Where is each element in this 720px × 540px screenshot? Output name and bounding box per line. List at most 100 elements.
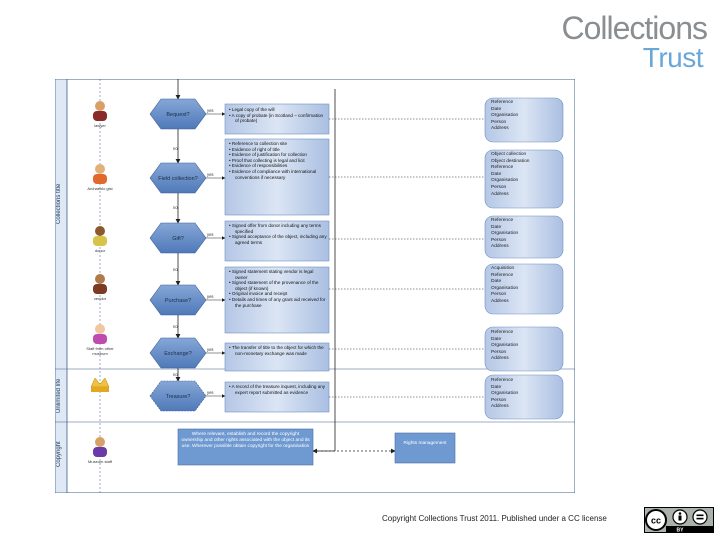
no-label: no [173,324,178,329]
cc-license-badge[interactable]: cc BY [644,507,714,534]
doc-item: • Details and times of any grant aid rec… [229,296,326,308]
record-field: Address [491,404,509,410]
yes-label: yes [207,108,214,113]
actor-staff-other-museum-icon [93,324,107,344]
diagram-canvas: Bequest? Field collection? Gift? Purchas… [54,78,576,494]
record-4 [484,263,564,315]
doc-box-purchase [224,266,330,334]
record-1 [484,97,564,143]
record-fields-2: Object collection Object destination Ref… [491,152,529,198]
yes-label: yes [207,390,214,395]
lane-label-unlimited-life: Unlimited life [56,378,62,414]
doc-item: • Evidence of compliance with internatio… [229,168,317,180]
decision-label: Treasure? [166,394,191,400]
collections-trust-logo: Collections Trust [553,10,713,73]
doc-box-exchange [224,342,330,372]
lane-label-copyright: Copyright [56,441,62,467]
doc-item: • Signed offer from donor including any … [229,223,321,234]
svg-text:cc: cc [651,516,661,526]
record-field: Address [491,298,509,304]
copyright-footer: Copyright Collections Trust 2011. Publis… [382,514,607,523]
doc-item: • Evidence of right of title [229,146,280,152]
record-field: Reference [491,272,514,278]
decision-label: Purchase? [165,298,191,304]
record-field: Date [491,106,502,112]
doc-box-gift [224,220,330,262]
record-field: Organisation [491,343,519,349]
actor-archaeologist-icon [93,164,107,184]
record-fields-3: Reference Date Organisation Person Addre… [491,218,518,251]
record-field: Reference [491,100,514,105]
actor-caption: Staff from other museum [86,346,114,356]
decision-gift: Gift? [149,222,207,254]
record-field: Address [491,356,509,362]
actor-donor-icon [93,226,107,246]
doc-item: • Signed statement of the provenance of … [229,280,319,291]
record-field: Reference [491,378,514,383]
record-field: Organisation [491,231,519,237]
actor-vendor-icon [93,274,107,294]
doc-item: • Original invoice and receipt [229,291,288,297]
decision-label: Exchange? [164,351,192,357]
record-field: Reference [491,165,514,171]
cc-badge-label: BY [677,528,685,533]
record-field: Organisation [491,285,519,291]
actor-caption: lawyer [94,123,106,128]
record-field: Date [491,279,502,285]
record-2 [484,149,564,209]
record-3 [484,215,564,259]
actor-caption: vendor [93,296,107,301]
yes-label: yes [207,172,214,177]
actor-caption: donor [94,248,106,253]
record-field: Person [491,349,507,355]
record-field: Address [491,244,509,250]
record-field: Address [491,191,509,197]
lane-label-collections-title: Collections title [56,183,62,225]
logo-line1: Collections [561,10,708,46]
record-field: Date [491,336,502,342]
cc-badge-graphic: cc BY [644,507,714,534]
doc-list-purchase: • Signed statement stating vendor is leg… [227,269,327,308]
record-field: Object destination [491,158,530,164]
crown-icon [90,377,110,392]
no-label: no [173,205,178,210]
record-field: Reference [491,218,514,223]
record-field: Date [491,171,502,177]
no-label: no [173,267,178,272]
record-field: Person [491,184,507,190]
record-fields-5: Reference Date Organisation Person Addre… [491,330,518,363]
rights-box [394,432,456,464]
actor-caption: Museum staff [88,459,112,464]
no-label: no [173,146,178,151]
record-field: Reference [491,330,514,335]
cc-icon [645,509,667,531]
record-field: Person [491,237,507,243]
decision-field-collection: Field collection? [149,162,207,194]
record-fields-1: Reference Date Organisation Person Addre… [491,100,518,133]
decision-exchange: Exchange? [149,337,207,369]
record-field: Person [491,397,507,403]
record-field: Date [491,224,502,230]
decision-label: Field collection? [158,176,197,182]
acquisition-swimlane-diagram: Bequest? Field collection? Gift? Purchas… [54,78,576,494]
doc-list-bequest: • Legal copy of the will • A copy of pro… [227,107,327,124]
doc-item: • Proof that collecting is legal and lic… [229,157,305,163]
doc-list-treasure: • A record of the treasure inquest, incl… [227,384,327,395]
record-fields-4: Acquisition Reference Date Organisation … [491,266,518,306]
record-field: Date [491,384,502,390]
doc-item: • A record of the treasure inquest, incl… [229,384,326,395]
decision-purchase: Purchase? [149,284,207,316]
record-fields-6: Reference Date Organisation Person Addre… [491,378,518,411]
yes-label: yes [207,232,214,237]
doc-item: • Signed acceptance of the object, inclu… [229,234,327,245]
actor-lawyer-icon [93,101,107,121]
copyright-box-text: Where relevant, establish and record the… [181,432,310,449]
record-6 [484,374,564,420]
decision-bequest: Bequest? [149,98,207,130]
decision-label: Bequest? [166,112,189,118]
doc-box-bequest [224,103,330,135]
actor-caption: Archaeolo gist [87,186,113,191]
doc-list-exchange: • The transfer of title to the object fo… [227,345,327,356]
yes-label: yes [207,294,214,299]
record-field: Acquisition [491,266,515,271]
